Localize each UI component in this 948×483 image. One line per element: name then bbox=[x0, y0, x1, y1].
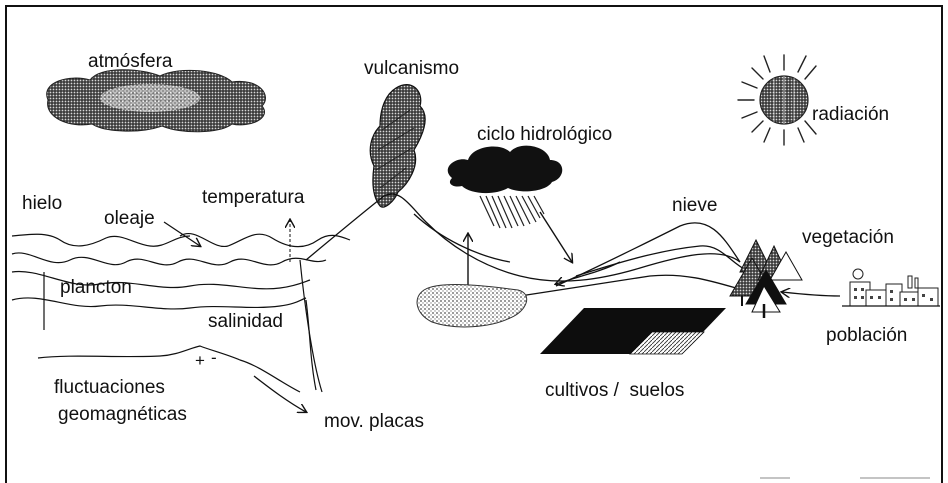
lake-icon bbox=[416, 284, 528, 328]
label-vegetacion: vegetación bbox=[802, 227, 894, 248]
oleaje-pointer bbox=[163, 221, 200, 246]
diagram-frame bbox=[5, 5, 943, 483]
label-geomagneticas: geomagnéticas bbox=[58, 404, 187, 425]
label-hielo: hielo bbox=[22, 193, 62, 214]
label-radiacion: radiación bbox=[812, 104, 889, 125]
terrain-lines bbox=[305, 193, 751, 297]
volcano-plume-icon bbox=[369, 84, 426, 208]
label-cultivos-suelos: cultivos / suelos bbox=[545, 380, 684, 401]
label-mov-placas: mov. placas bbox=[324, 411, 424, 432]
atmosphere-cloud-icon bbox=[46, 69, 266, 133]
city-icon bbox=[842, 268, 940, 307]
label-temperatura: temperatura bbox=[202, 187, 305, 208]
label-atmosfera: atmósfera bbox=[88, 51, 173, 72]
label-fluctuaciones: fluctuaciones bbox=[54, 377, 165, 398]
precipitation-arrow bbox=[539, 211, 572, 262]
label-plancton: plancton bbox=[60, 277, 132, 298]
sun-icon bbox=[737, 54, 817, 146]
population-arrow bbox=[782, 292, 841, 296]
label-vulcanismo: vulcanismo bbox=[364, 58, 459, 79]
ocean-layers bbox=[11, 233, 351, 393]
label-nieve: nieve bbox=[672, 195, 717, 216]
geomagnetic-arrow bbox=[253, 375, 306, 412]
label-plus: + bbox=[195, 351, 205, 370]
label-oleaje: oleaje bbox=[104, 208, 155, 229]
label-ciclo-hidrologico: ciclo hidrológico bbox=[477, 124, 612, 145]
trees-icon bbox=[729, 238, 803, 318]
rain-cloud-icon bbox=[447, 145, 563, 229]
label-salinidad: salinidad bbox=[208, 311, 283, 332]
crop-field-icon bbox=[540, 308, 726, 355]
label-minus: - bbox=[211, 348, 217, 367]
label-poblacion: población bbox=[826, 325, 907, 346]
runoff-arrow bbox=[556, 261, 621, 284]
